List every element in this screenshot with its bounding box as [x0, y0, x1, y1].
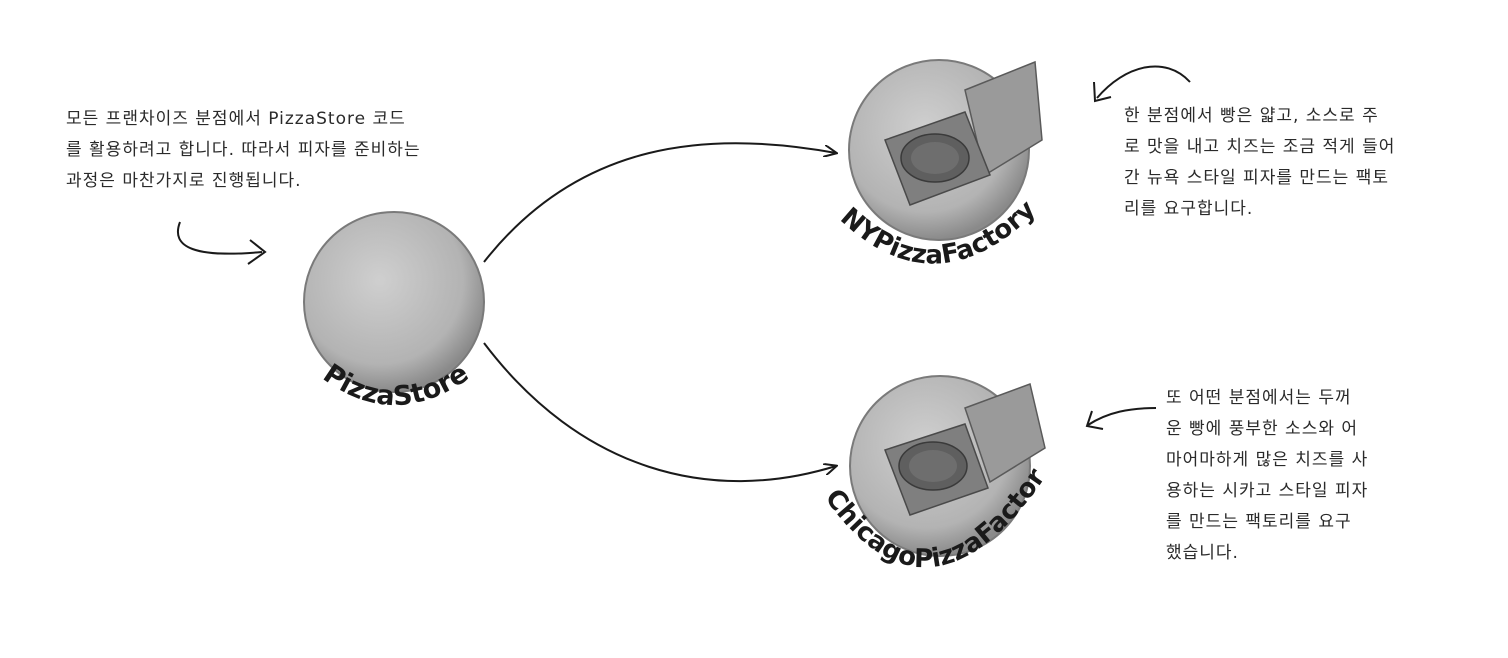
pizza-box-icon	[884, 60, 1043, 206]
annotation-line: 로 맛을 내고 치즈는 조금 적게 들어	[1124, 137, 1396, 157]
curved-arrow-icon	[1085, 407, 1157, 430]
annotation-line: 를 만드는 팩토리를 요구	[1166, 512, 1352, 532]
curved-arrow-icon	[177, 221, 267, 265]
annotation-line: 과정은 마찬가지로 진행됩니다.	[66, 171, 302, 191]
ny-pizza-factory-node: NYPizzaFactory	[834, 59, 1043, 271]
annotation-line: 했습니다.	[1166, 543, 1239, 563]
chicago-factory-annotation: 또 어떤 분점에서는 두꺼 운 빵에 풍부한 소스와 어 마어마하게 많은 치즈…	[1166, 383, 1368, 569]
connector-store-to-ny	[483, 142, 836, 263]
pizzastore-circle	[303, 211, 485, 393]
annotation-line: 모든 프랜차이즈 분점에서 PizzaStore 코드	[66, 109, 406, 129]
ny-factory-annotation: 한 분점에서 빵은 얇고, 소스로 주 로 맛을 내고 치즈는 조금 적게 들어…	[1124, 101, 1395, 225]
annotation-line: 한 분점에서 빵은 얇고, 소스로 주	[1124, 106, 1379, 126]
annotation-line: 마어마하게 많은 치즈를 사	[1166, 450, 1369, 470]
annotation-line: 간 뉴욕 스타일 피자를 만드는 팩토	[1124, 168, 1389, 188]
annotation-line: 운 빵에 풍부한 소스와 어	[1166, 419, 1359, 439]
annotation-line: 를 활용하려고 합니다. 따라서 피자를 준비하는	[66, 140, 421, 160]
pizzastore-annotation: 모든 프랜차이즈 분점에서 PizzaStore 코드 를 활용하려고 합니다.…	[66, 104, 421, 197]
annotation-line: 또 어떤 분점에서는 두꺼	[1166, 388, 1352, 408]
curved-arrow-icon	[1093, 65, 1191, 103]
connector-store-to-chicago	[483, 342, 836, 483]
annotation-line: 리를 요구합니다.	[1124, 199, 1254, 219]
pizzastore-node: PizzaStore	[303, 211, 485, 412]
pizza-box-icon	[884, 383, 1046, 516]
annotation-line: 용하는 시카고 스타일 피자	[1166, 481, 1369, 501]
